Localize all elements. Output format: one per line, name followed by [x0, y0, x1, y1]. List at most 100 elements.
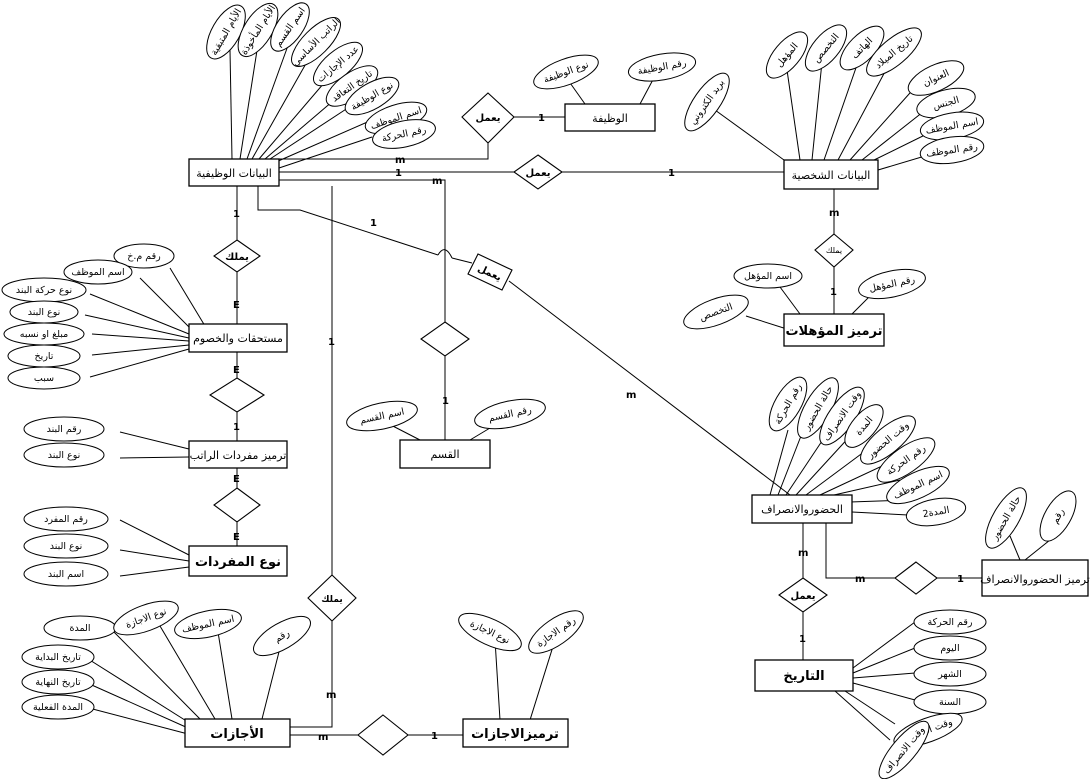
card-m: m	[855, 574, 865, 585]
attribute-number: رقم	[253, 615, 311, 657]
relationship-has-dues[interactable]: يملك	[213, 239, 261, 273]
card-crowfoot: E	[233, 300, 240, 311]
attribute-leave-type: نوع الاجازة	[458, 612, 522, 652]
attribute-employee-name: اسم الموظف	[63, 259, 133, 285]
svg-text:نوع البند: نوع البند	[50, 541, 83, 552]
card-1: 1	[328, 337, 335, 348]
svg-text:رقم البند: رقم البند	[47, 424, 82, 435]
entity-salary-items-code[interactable]: ترميز مفردات الراتب	[188, 440, 288, 469]
attribute-qualification-name: اسم المؤهل	[733, 263, 803, 289]
attribute-qualification-number: رقم المؤهل	[858, 268, 926, 300]
attribute-amount-or-ratio: مبلغ او نسبه	[3, 322, 85, 346]
relationship-label: يملك	[826, 246, 842, 255]
relationship-label: يعمل	[475, 113, 500, 124]
entity-label: ترميز مفردات الراتب	[190, 449, 287, 462]
svg-text:السنة: السنة	[939, 697, 961, 708]
card-1: 1	[370, 218, 377, 229]
entity-label: القسم	[430, 448, 459, 461]
attribute-day: اليوم	[913, 635, 987, 661]
card-m: m	[395, 155, 405, 166]
entity-items-type[interactable]: نوع المفردات	[188, 545, 288, 577]
relationship-unnamed-salary-items[interactable]	[213, 487, 261, 523]
relationship-unnamed-dues-salary[interactable]	[208, 377, 266, 413]
relationship-job-works[interactable]: يعمل	[461, 92, 515, 144]
svg-text:تاريخ: تاريخ	[35, 351, 54, 362]
card-1: 1	[538, 113, 545, 124]
attribute-month: الشهر	[913, 661, 987, 687]
svg-text:نوع حركة البند: نوع حركة البند	[16, 285, 72, 296]
relationship-unnamed-attendance-code[interactable]	[894, 561, 938, 595]
entity-date[interactable]: التاريخ	[754, 659, 854, 692]
entity-attendance-code[interactable]: ترميز الحضوروالانصراف	[980, 559, 1090, 597]
relationship-label: يعمل	[790, 591, 815, 602]
card-crowfoot: E	[233, 474, 240, 485]
entity-job-data[interactable]: البيانات الوظيفية	[188, 158, 280, 187]
svg-text:سبب: سبب	[34, 373, 54, 384]
card-m: m	[829, 208, 839, 219]
entity-leaves[interactable]: الأجازات	[184, 718, 291, 748]
attribute-email: بريد الكتروني	[684, 72, 730, 132]
svg-text:المدة2: المدة2	[922, 505, 951, 521]
cardinality-labels: m 1 1 1 m 1 1 1 1 m m 1 1 m m 1 m 1 m 1 …	[233, 113, 964, 743]
relationship-unnamed-leaves-code[interactable]	[357, 714, 409, 756]
attribute-item-type: نوع البند	[23, 533, 109, 559]
card-1: 1	[431, 731, 438, 742]
relationship-attendance-works[interactable]: يعمل	[467, 253, 513, 291]
attribute-movement-number: رقم الحركة	[372, 119, 436, 149]
entity-label: البيانات الشخصية	[792, 169, 871, 182]
attribute-duration: المدة	[43, 615, 117, 641]
card-m: m	[626, 390, 636, 401]
relationship-label: يملك	[225, 252, 249, 263]
attribute-reason: سبب	[7, 366, 81, 390]
attribute-duration2: المدة2	[905, 497, 967, 527]
entity-label: مستحقات والخصوم	[193, 332, 283, 345]
attribute-date: تاريخ	[7, 344, 81, 368]
entity-leaves-code[interactable]: ترميزالاجازات	[462, 718, 569, 748]
card-m: m	[318, 732, 328, 743]
svg-text:الشهر: الشهر	[937, 669, 962, 680]
card-1: 1	[233, 422, 240, 433]
attribute-employee-name: اسم الموظف	[174, 608, 242, 640]
entity-qualifications-code[interactable]: ترميز المؤهلات	[783, 313, 885, 347]
attribute-gender: الجنس	[916, 87, 976, 119]
svg-text:اسم البند: اسم البند	[48, 569, 84, 580]
svg-text:المدة الفعلية: المدة الفعلية	[33, 702, 83, 713]
attribute-dues-number: رقم م.خ	[113, 243, 175, 269]
entity-department[interactable]: القسم	[399, 439, 491, 469]
relationship-date-works[interactable]: يعمل	[778, 577, 828, 613]
svg-text:رقم م.خ: رقم م.خ	[127, 251, 161, 262]
entity-personal-data[interactable]: البيانات الشخصية	[783, 159, 879, 190]
attribute-movement-number: رقم الحركة	[913, 609, 987, 635]
card-1: 1	[442, 396, 449, 407]
entity-label: الحضوروالانصراف	[761, 503, 843, 516]
card-1: 1	[799, 634, 806, 645]
entity-label: ترميز المؤهلات	[785, 324, 882, 339]
relationship-label: يملك	[321, 595, 342, 605]
relationship-personal-works[interactable]: يعمل	[513, 154, 563, 190]
attribute-job-number: رقم الوظيفة	[627, 52, 697, 82]
relationship-has-leaves[interactable]: يملك	[307, 574, 357, 622]
svg-text:نوع البند: نوع البند	[28, 307, 61, 318]
connection-lines	[84, 39, 1051, 741]
attribute-leave-time: وقت الانصراف	[878, 720, 930, 779]
attribute-item-type: نوع البند	[9, 300, 79, 324]
entity-attendance[interactable]: الحضوروالانصراف	[751, 494, 853, 524]
svg-text:اليوم: اليوم	[940, 643, 959, 654]
attribute-leave-number: رقم الاجازة	[528, 610, 584, 654]
entity-label: الأجازات	[210, 725, 263, 742]
attribute-employee-number: رقم الموظف	[919, 135, 985, 165]
card-1: 1	[830, 287, 837, 298]
entity-job[interactable]: الوظيفة	[564, 103, 656, 132]
entity-dues[interactable]: مستحقات والخصوم	[188, 323, 288, 353]
attribute-duration: المدة	[844, 404, 884, 448]
svg-text:تاريخ النهاية: تاريخ النهاية	[35, 677, 81, 688]
card-1: 1	[957, 574, 964, 585]
card-crowfoot: E	[233, 365, 240, 376]
relationship-unnamed-department[interactable]	[420, 321, 470, 357]
entity-label: الوظيفة	[592, 112, 628, 125]
card-1: 1	[395, 168, 402, 179]
svg-text:مبلغ او نسبه: مبلغ او نسبه	[20, 329, 69, 340]
card-m: m	[326, 690, 336, 701]
relationship-has-qualification[interactable]: يملك	[814, 233, 854, 268]
